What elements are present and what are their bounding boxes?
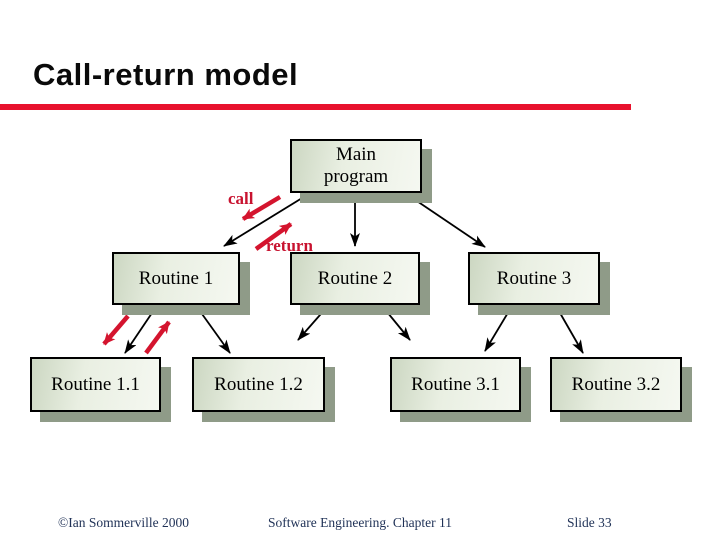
node-label: Routine 3 xyxy=(496,267,572,289)
node-label: Main program xyxy=(323,144,389,187)
arrow-main-to-routine3 xyxy=(407,194,486,248)
arrow-routine1-to-routine12 xyxy=(196,306,231,354)
node-routine31: Routine 3.1 xyxy=(390,357,521,412)
arrow-routine3-to-routine31 xyxy=(484,305,513,352)
node-routine3: Routine 3 xyxy=(468,252,600,305)
arrow-routine2-down-left xyxy=(297,306,328,341)
arrow-routine1-to-routine11 xyxy=(124,306,157,354)
return-label: return xyxy=(266,236,313,255)
node-label: Routine 1 xyxy=(138,267,214,289)
node-label: Routine 2 xyxy=(317,267,393,289)
node-routine32: Routine 3.2 xyxy=(550,357,682,412)
node-label: Routine 3.1 xyxy=(411,373,500,395)
footer-course-title: Software Engineering. Chapter 11 xyxy=(268,515,452,530)
node-label: Routine 1.2 xyxy=(214,373,303,395)
node-label: Routine 1.1 xyxy=(51,373,140,395)
return-arrow-bottom xyxy=(144,320,171,355)
footer-slide-number: Slide 33 xyxy=(567,515,612,530)
footer-copyright: ©Ian Sommerville 2000 xyxy=(58,515,189,530)
node-routine12: Routine 1.2 xyxy=(192,357,325,412)
node-label: Routine 3.2 xyxy=(571,373,661,395)
page-title: Call-return model xyxy=(33,57,299,92)
call-label: call xyxy=(228,189,254,208)
node-main-program: Main program xyxy=(290,139,422,193)
title-underline xyxy=(0,104,631,110)
call-arrow-bottom xyxy=(102,314,130,346)
arrow-routine3-to-routine32 xyxy=(555,305,584,354)
arrow-routine2-down-right xyxy=(382,306,411,341)
node-routine2: Routine 2 xyxy=(290,252,420,305)
node-routine11: Routine 1.1 xyxy=(30,357,161,412)
node-routine1: Routine 1 xyxy=(112,252,240,305)
